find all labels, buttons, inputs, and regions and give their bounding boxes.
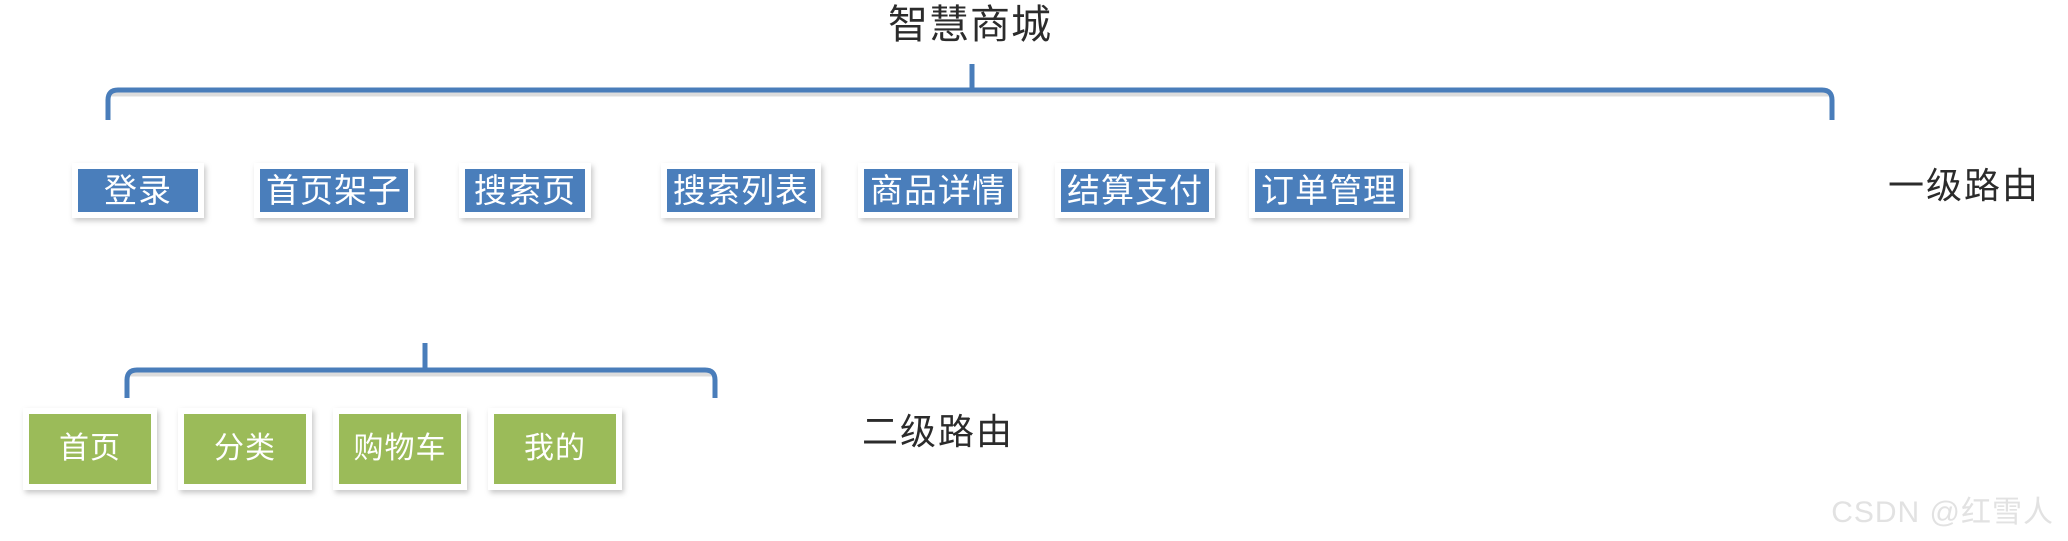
node-level1-product-detail-label: 商品详情 — [864, 169, 1012, 212]
watermark: CSDN @红雪人 — [1831, 496, 2054, 529]
node-level2-cart[interactable]: 购物车 — [333, 408, 467, 490]
diagram-root-title: 智慧商城 — [888, 2, 1052, 47]
node-level1-checkout-payment[interactable]: 结算支付 — [1055, 163, 1215, 218]
node-level1-login-label: 登录 — [78, 169, 198, 212]
node-level2-cart-label: 购物车 — [339, 414, 461, 484]
node-level1-home-shell-label: 首页架子 — [260, 169, 408, 212]
node-level1-checkout-payment-label: 结算支付 — [1061, 169, 1209, 212]
label-level1-routes: 一级路由 — [1888, 166, 2041, 206]
node-level2-home[interactable]: 首页 — [23, 408, 157, 490]
node-level1-search-page[interactable]: 搜索页 — [459, 163, 591, 218]
node-level2-home-label: 首页 — [29, 414, 151, 484]
node-level1-search-list[interactable]: 搜索列表 — [661, 163, 821, 218]
node-level1-order-management[interactable]: 订单管理 — [1249, 163, 1409, 218]
node-level1-product-detail[interactable]: 商品详情 — [858, 163, 1018, 218]
node-level2-category-label: 分类 — [184, 414, 306, 484]
connector-bracket-level1-line — [105, 87, 1835, 120]
node-level1-login[interactable]: 登录 — [72, 163, 204, 218]
node-level2-mine[interactable]: 我的 — [488, 408, 622, 490]
connector-bracket-level2-line — [124, 367, 718, 398]
node-level2-mine-label: 我的 — [494, 414, 616, 484]
connector-bracket-level2 — [124, 343, 718, 398]
node-level1-order-management-label: 订单管理 — [1255, 169, 1403, 212]
node-level1-search-list-label: 搜索列表 — [667, 169, 815, 212]
node-level1-search-page-label: 搜索页 — [465, 169, 585, 212]
node-level1-home-shell[interactable]: 首页架子 — [254, 163, 414, 218]
label-level2-routes: 二级路由 — [862, 412, 1015, 452]
node-level2-category[interactable]: 分类 — [178, 408, 312, 490]
